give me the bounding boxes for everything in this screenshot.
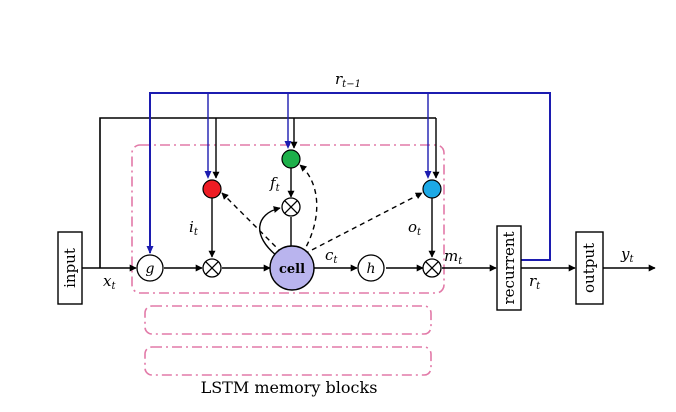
output-gate bbox=[422, 179, 442, 199]
caption: LSTM memory blocks bbox=[201, 378, 378, 397]
h-node bbox=[357, 254, 385, 282]
r-prev-label: rt−1 bbox=[335, 70, 361, 90]
output-block bbox=[575, 231, 604, 305]
peephole-output-gate bbox=[303, 192, 423, 255]
forget-gate bbox=[281, 149, 301, 169]
m-label: mt bbox=[444, 247, 463, 267]
i-label: it bbox=[189, 218, 199, 238]
input-block-label: input bbox=[61, 248, 79, 288]
input-gate bbox=[202, 179, 222, 199]
h-node-label: h bbox=[366, 261, 375, 277]
x-label: xt bbox=[103, 272, 116, 292]
recurrent-block-label: recurrent bbox=[500, 231, 518, 304]
y-label: yt bbox=[620, 245, 634, 265]
recurrent-to-g-arrowhead bbox=[146, 246, 154, 254]
o-label: ot bbox=[408, 218, 422, 238]
r-label: rt bbox=[529, 272, 541, 292]
recurrent-forget-gate-arrowhead bbox=[284, 141, 292, 149]
output-block-label: output bbox=[580, 243, 598, 293]
cell-recurrence-loop bbox=[259, 206, 281, 257]
recurrent-block bbox=[496, 225, 522, 311]
recurrent-feedback-wire bbox=[149, 92, 551, 261]
input-block bbox=[57, 231, 83, 305]
forget-multiplier bbox=[281, 197, 301, 217]
peephole-forget-gate bbox=[299, 164, 318, 255]
output-multiplier bbox=[422, 258, 442, 278]
c-label: ct bbox=[325, 246, 338, 266]
input-multiplier bbox=[202, 258, 222, 278]
cell-node bbox=[269, 245, 315, 291]
g-node bbox=[136, 254, 164, 282]
input-feed-wire bbox=[99, 117, 436, 268]
recurrent-input-gate-arrowhead bbox=[204, 171, 212, 179]
peephole-input-gate bbox=[221, 192, 283, 254]
g-node-label: g bbox=[146, 261, 155, 277]
cell-label: cell bbox=[279, 262, 305, 277]
recurrent-output-gate-arrowhead bbox=[424, 171, 432, 179]
memory-block-2 bbox=[144, 305, 432, 335]
memory-block-3 bbox=[144, 346, 432, 376]
f-label: ft bbox=[269, 174, 281, 194]
